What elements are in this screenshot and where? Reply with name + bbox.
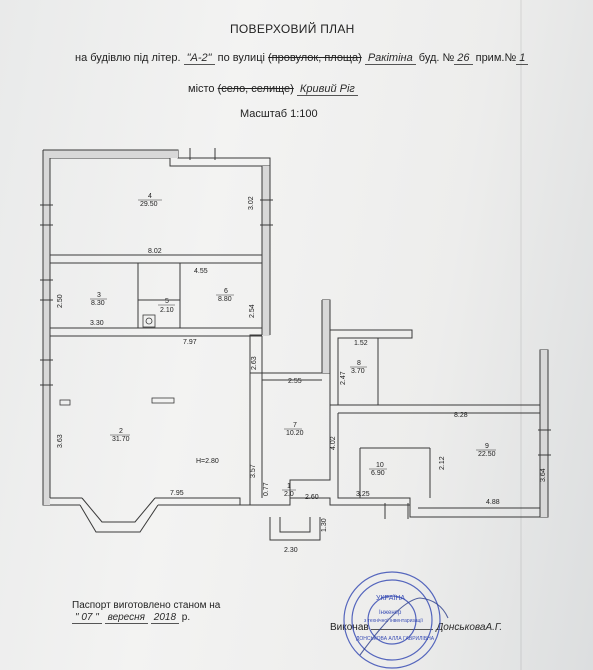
radiator-icon <box>151 397 175 404</box>
dim-247: 2.47 <box>340 371 347 385</box>
room-5-area: 2.10 <box>160 307 174 314</box>
room-9-num: 9 <box>485 443 489 450</box>
passport-year: 2018 <box>150 612 180 624</box>
wall-fill <box>43 150 548 517</box>
dim-828: 8.28 <box>454 412 468 419</box>
room-1-num: 1 <box>287 483 291 490</box>
paper-fold <box>520 0 522 670</box>
room-5-num: 5 <box>165 298 169 305</box>
room-6-area: 8.80 <box>218 296 232 303</box>
dim-488: 4.88 <box>486 499 500 506</box>
room-1-area: 2.0 <box>284 491 294 498</box>
room-10-area: 6.90 <box>371 470 385 477</box>
executor-name: ДонськоваА.Г. <box>436 622 503 633</box>
prim-number: 1 <box>516 52 529 65</box>
plan-title: ПОВЕРХОВИЙ ПЛАН <box>230 22 355 36</box>
dim-250: 2.50 <box>57 294 64 308</box>
room-2-area: 31.70 <box>112 436 130 443</box>
dim-h280: H=2.80 <box>196 458 219 465</box>
room-7-area: 10.20 <box>286 430 304 437</box>
prim-label: прим.№ <box>475 52 517 64</box>
passport-day: " 07 " <box>72 612 102 624</box>
city-label: місто <box>188 83 215 95</box>
dim-797: 7.97 <box>183 339 197 346</box>
window-marks <box>40 148 551 519</box>
city-struck: (село, селище) <box>217 83 294 95</box>
dim-130: 1.30 <box>321 518 328 532</box>
toilet-icon <box>142 314 156 328</box>
dim-230: 2.30 <box>284 547 298 554</box>
dim-260: 2.60 <box>305 494 319 501</box>
dim-077: 0.77 <box>263 482 270 496</box>
room-6-num: 6 <box>224 288 228 295</box>
bud-number: 26 <box>454 52 473 65</box>
room-4-area: 29.50 <box>140 201 158 208</box>
dim-330: 3.30 <box>90 320 104 327</box>
scale-label: Масштаб 1:100 <box>240 108 318 120</box>
dim-802: 8.02 <box>148 248 162 255</box>
dim-364: 3.64 <box>540 468 547 482</box>
dim-263: 2.63 <box>251 356 258 370</box>
passport-line: Паспорт виготовлено станом на <box>72 600 221 611</box>
dim-255: 2.55 <box>288 378 302 385</box>
dim-455: 4.55 <box>194 268 208 275</box>
building-prefix: на будівлю під літер. <box>75 52 181 64</box>
dim-212: 2.12 <box>439 456 446 470</box>
room-8-num: 8 <box>357 360 361 367</box>
room-2-num: 2 <box>119 428 123 435</box>
building-line: на будівлю під літер. "А-2" по вулиці (п… <box>75 52 529 65</box>
street-struck: (провулок, площа) <box>268 52 362 64</box>
dim-795: 7.95 <box>170 490 184 497</box>
toilet-bowl-icon <box>145 317 153 325</box>
room-7-num: 7 <box>293 422 297 429</box>
room-3-num: 3 <box>97 292 101 299</box>
dimension-labels: 3.02 8.02 4.55 2.50 3.30 2.54 7.97 2.63 … <box>57 196 547 554</box>
dim-302: 3.02 <box>248 196 255 210</box>
dim-152: 1.52 <box>354 340 368 347</box>
room-3-area: 8.30 <box>91 300 105 307</box>
passport-month: вересня <box>104 612 148 624</box>
room-labels: 4 29.50 3 8.30 5 2.10 6 8.80 2 31.70 7 1… <box>90 193 496 498</box>
street-prefix: по вулиці <box>217 52 265 64</box>
dim-363: 3.63 <box>57 434 64 448</box>
building-letter: "А-2" <box>183 52 215 65</box>
dim-325: 3.25 <box>356 491 370 498</box>
city-line: місто (село, селище) Кривий Ріг <box>188 83 358 96</box>
room-8-area: 3.70 <box>351 368 365 375</box>
radiator-icon-2 <box>59 399 71 406</box>
executor-label: Виконав <box>330 622 369 633</box>
executor-line: Виконав ДонськоваА.Г. <box>330 622 502 633</box>
city-name: Кривий Ріг <box>296 83 358 96</box>
room-4-num: 4 <box>148 193 152 200</box>
dim-254: 2.54 <box>249 304 256 318</box>
bud-label: буд. № <box>418 52 455 64</box>
fixtures <box>59 314 175 406</box>
dim-357: 3.57 <box>250 464 257 478</box>
outer-walls <box>42 149 549 541</box>
street-name: Ракітіна <box>364 52 416 65</box>
wall-outlines-overlay <box>42 149 549 517</box>
passport-date: " 07 " вересня 2018 р. <box>72 612 191 624</box>
passport-year-suffix: р. <box>181 612 191 623</box>
room-9-area: 22.50 <box>478 451 496 458</box>
room-10-num: 10 <box>376 462 384 469</box>
dim-402: 4.02 <box>330 436 337 450</box>
